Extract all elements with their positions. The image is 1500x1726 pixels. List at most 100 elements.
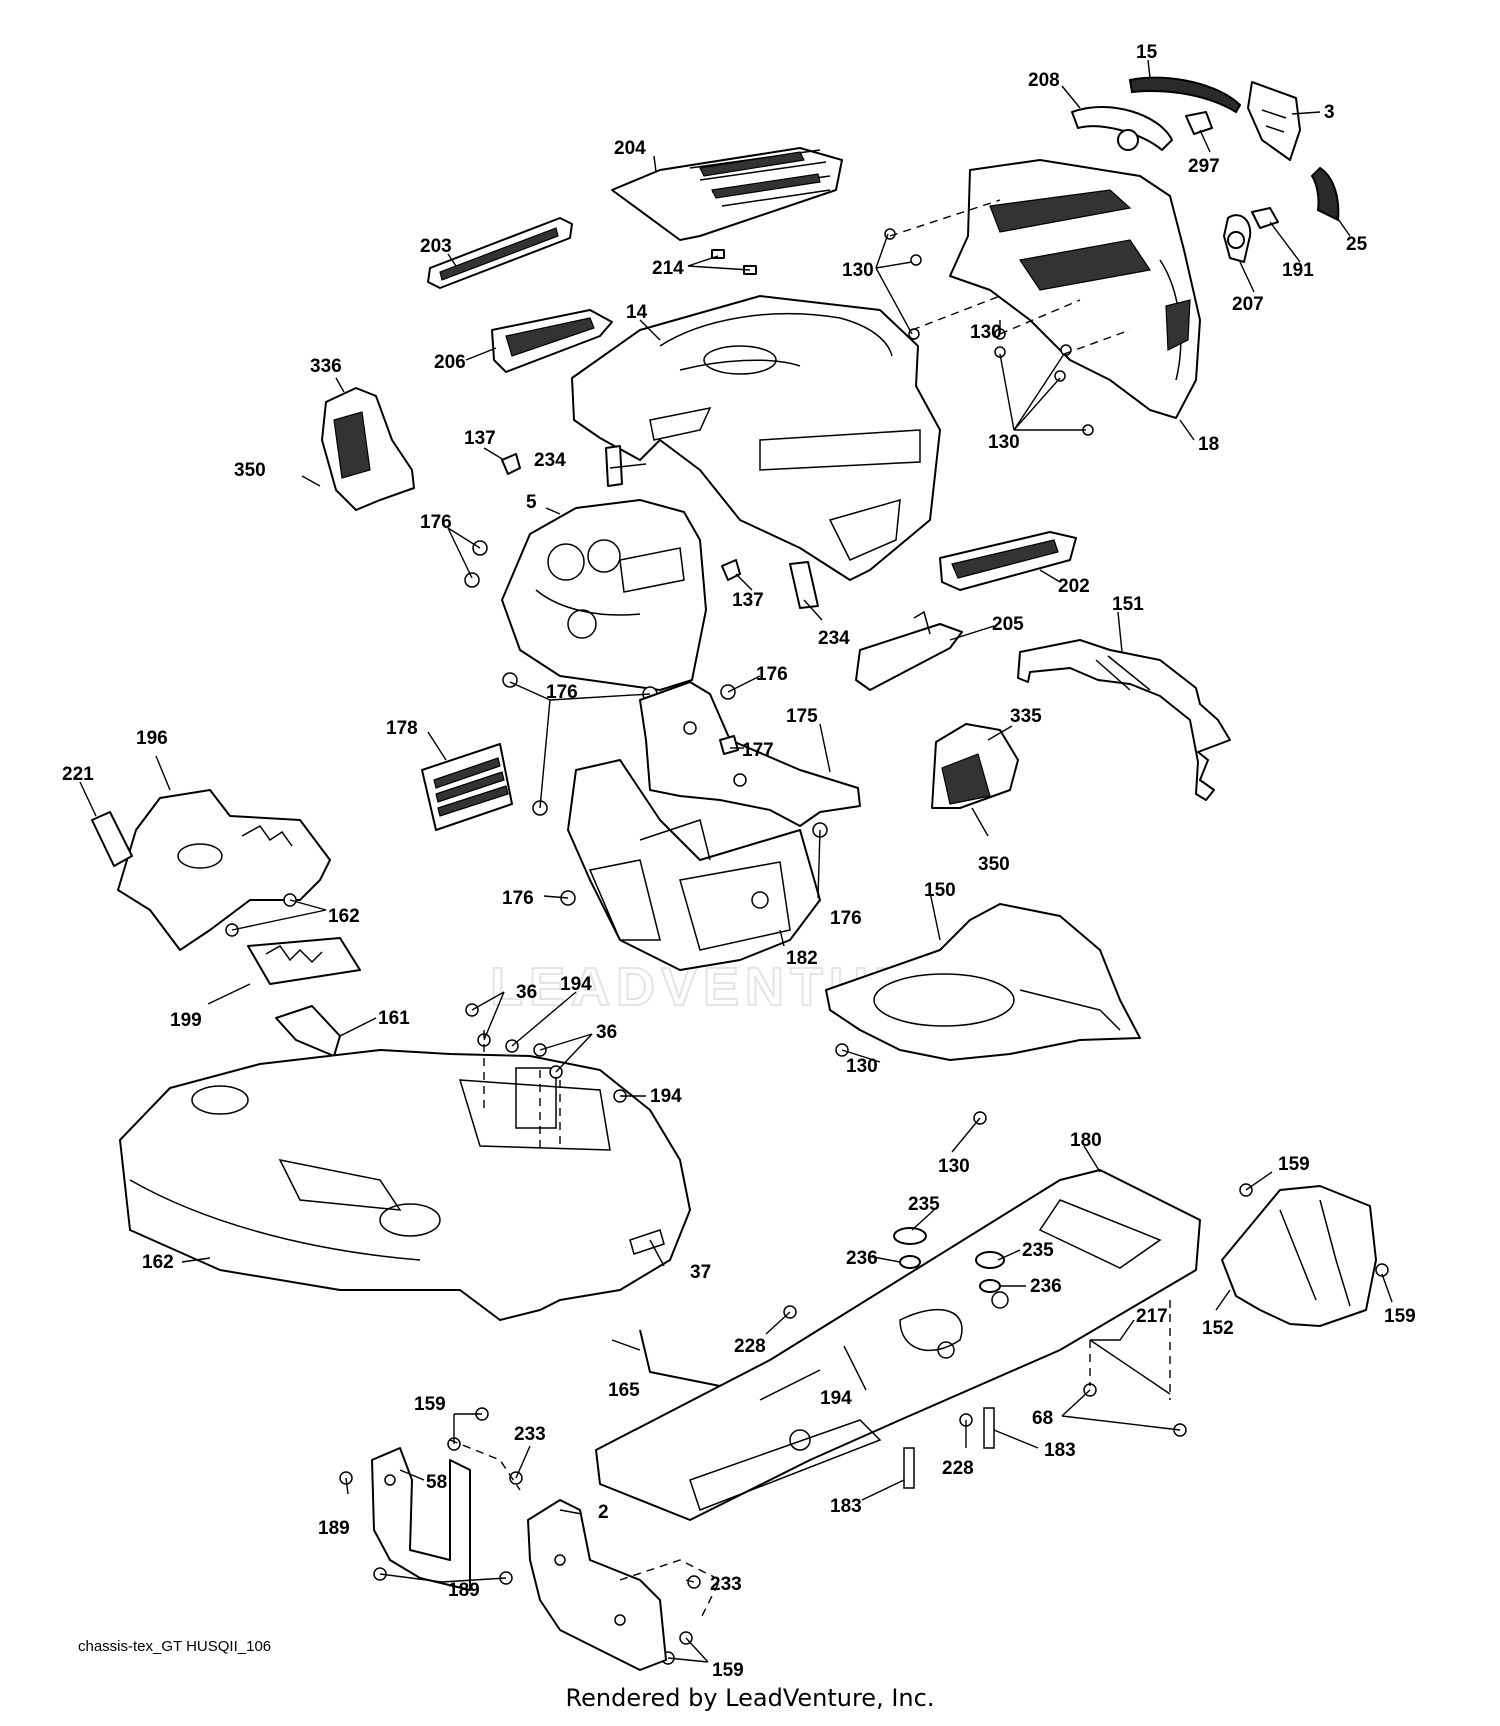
callout-350: 350	[234, 460, 266, 481]
callout-233: 233	[514, 1424, 546, 1445]
part-2-bracket	[527, 1499, 667, 1671]
callout-194c: 194	[820, 1388, 852, 1409]
part-152-battery-tray	[1221, 1185, 1377, 1327]
callout-36b: 36	[596, 1022, 617, 1043]
callout-152: 152	[1202, 1318, 1234, 1339]
callout-37: 37	[690, 1262, 711, 1283]
part-234-decal-lower	[789, 561, 819, 609]
part-217-rod	[1089, 1339, 1171, 1395]
callout-189: 189	[318, 1518, 350, 1539]
drawing-code: chassis-tex_GT HUSQII_106	[78, 1638, 272, 1655]
callout-162b: 162	[142, 1252, 174, 1273]
part-221-decal	[91, 811, 133, 867]
callout-217: 217	[1136, 1306, 1168, 1327]
part-234-decal-upper	[605, 445, 623, 487]
callout-176c: 176	[546, 682, 578, 703]
part-203-vent-strip	[427, 217, 573, 289]
callout-3: 3	[1324, 102, 1335, 123]
callout-194: 194	[560, 974, 592, 995]
part-204-hood-panel	[611, 147, 843, 241]
callout-189b: 189	[448, 1580, 480, 1601]
callout-18: 18	[1198, 434, 1219, 455]
callout-202: 202	[1058, 576, 1090, 597]
callout-14: 14	[626, 302, 648, 323]
callout-204: 204	[614, 138, 646, 159]
part-137-clip-lower	[721, 559, 741, 581]
callout-176d: 176	[502, 888, 534, 909]
part-182-lower-dash	[567, 759, 821, 971]
callout-235: 235	[908, 1194, 940, 1215]
callout-196: 196	[136, 728, 168, 749]
callout-58: 58	[426, 1472, 447, 1493]
part-137-clip-upper	[501, 453, 521, 475]
callout-176e: 176	[830, 908, 862, 929]
callout-176: 176	[420, 512, 452, 533]
callout-191: 191	[1282, 260, 1314, 281]
callout-15: 15	[1136, 42, 1158, 63]
part-161-bracket	[275, 1005, 341, 1057]
part-202-grille	[939, 531, 1077, 591]
callout-199: 199	[170, 1010, 202, 1031]
callout-162: 162	[328, 906, 360, 927]
callout-221: 221	[62, 764, 94, 785]
part-14-hood	[571, 295, 941, 581]
callout-labels: 15 208 3 297 204 25 130 191 203 214 207 …	[62, 42, 1416, 1681]
callout-137b: 137	[732, 590, 764, 611]
part-236-bushing	[899, 1255, 1001, 1293]
part-151-bracket	[1017, 639, 1231, 801]
callout-235b: 235	[1022, 1240, 1054, 1261]
callout-137: 137	[464, 428, 496, 449]
callout-206: 206	[434, 352, 466, 373]
callout-214: 214	[652, 258, 684, 279]
part-196-rear-cover	[117, 789, 331, 951]
part-206-vent	[491, 309, 613, 373]
callout-194b: 194	[650, 1086, 682, 1107]
callout-2: 2	[598, 1502, 609, 1523]
callout-161: 161	[378, 1008, 410, 1029]
callout-159b: 159	[1384, 1306, 1416, 1327]
callout-151: 151	[1112, 594, 1144, 615]
callout-176b: 176	[756, 664, 788, 685]
callout-175: 175	[786, 706, 818, 727]
part-18-front-nose	[949, 159, 1201, 419]
callout-25: 25	[1346, 234, 1368, 255]
callout-234: 234	[534, 450, 566, 471]
callout-233b: 233	[710, 1574, 742, 1595]
part-335-side-panel	[931, 723, 1019, 809]
callout-165: 165	[608, 1380, 640, 1401]
callout-297: 297	[1188, 156, 1220, 177]
callout-159d: 159	[712, 1660, 744, 1681]
callout-68: 68	[1032, 1408, 1053, 1429]
callout-130d: 130	[846, 1056, 878, 1077]
callout-236b: 236	[1030, 1276, 1062, 1297]
callout-36: 36	[516, 982, 537, 1003]
callout-207: 207	[1232, 294, 1264, 315]
callout-203: 203	[420, 236, 452, 257]
callout-5: 5	[526, 492, 537, 513]
callout-335: 335	[1010, 706, 1042, 727]
callout-183: 183	[1044, 1440, 1076, 1461]
part-297-bulb	[1185, 111, 1213, 135]
callout-130: 130	[842, 260, 874, 281]
callout-159: 159	[1278, 1154, 1310, 1175]
callout-130e: 130	[938, 1156, 970, 1177]
render-credit: Rendered by LeadVenture, Inc.	[565, 1684, 935, 1712]
part-58-bracket	[371, 1447, 471, 1591]
callout-130b: 130	[970, 322, 1002, 343]
part-37-fender	[119, 1049, 691, 1321]
part-199-plate	[247, 937, 361, 985]
callout-228: 228	[734, 1336, 766, 1357]
part-150-foot-pan	[825, 903, 1141, 1061]
part-336-side-panel	[321, 387, 415, 511]
part-165-rod	[639, 1329, 721, 1387]
part-183-bolts	[903, 1407, 995, 1489]
callout-234b: 234	[818, 628, 850, 649]
part-178-vent-plate	[421, 743, 513, 831]
callout-178: 178	[386, 718, 418, 739]
part-205-trim	[855, 610, 963, 691]
part-25-lens	[1310, 166, 1340, 222]
part-177-clip	[719, 735, 739, 755]
callout-350b: 350	[978, 854, 1010, 875]
callout-336: 336	[310, 356, 342, 377]
part-15-light-lens	[1128, 76, 1242, 114]
